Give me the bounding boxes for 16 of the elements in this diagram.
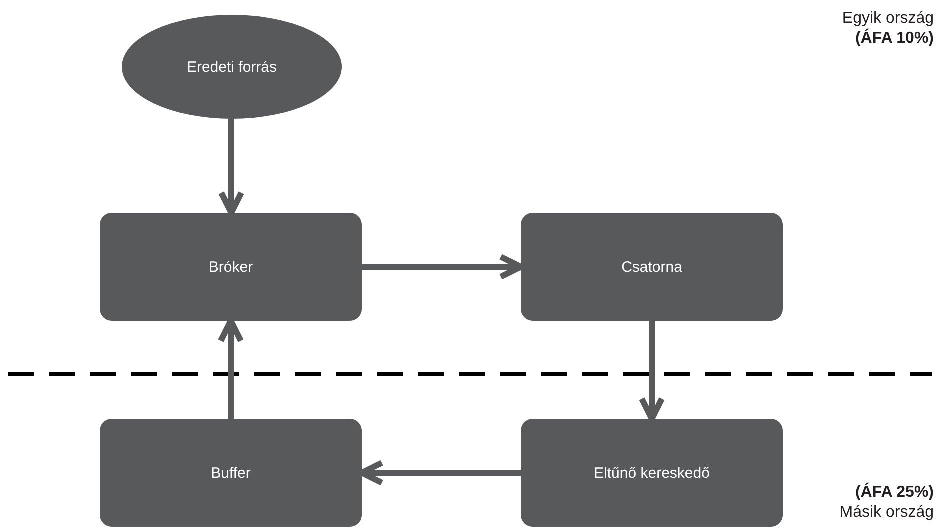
region-label: (ÁFA 10%) xyxy=(855,30,934,48)
process-box xyxy=(521,213,783,321)
node-label: Buffer xyxy=(210,464,252,484)
node-label: Csatorna xyxy=(620,258,684,278)
region-label: Másik ország xyxy=(840,504,934,522)
arrow xyxy=(639,321,665,422)
arrow xyxy=(218,119,244,216)
process-box xyxy=(100,213,362,321)
process-box xyxy=(100,419,362,527)
node-label: Eltűnő kereskedő xyxy=(593,464,711,484)
region-label: Egyik ország xyxy=(842,10,934,28)
arrow xyxy=(218,318,244,419)
region-label: (ÁFA 25%) xyxy=(855,484,934,502)
node-label: Bróker xyxy=(208,258,254,278)
process-box xyxy=(521,419,783,527)
node-label: Eredeti forrás xyxy=(186,58,278,78)
